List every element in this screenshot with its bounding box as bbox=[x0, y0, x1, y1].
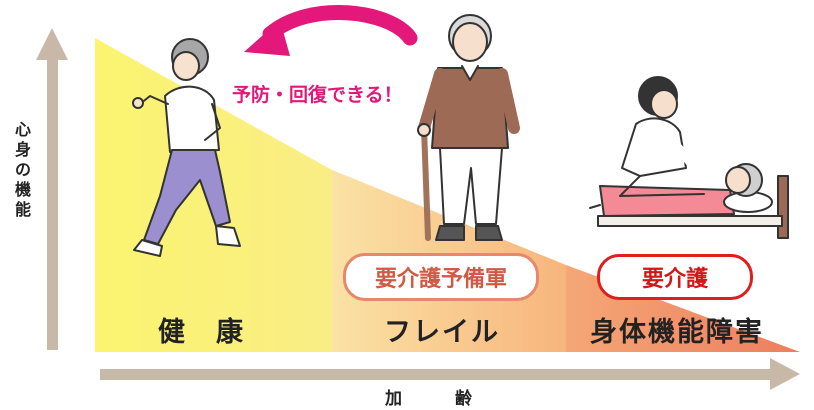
caregiver-patient-icon bbox=[589, 76, 789, 239]
care-needed-badge: 要介護 bbox=[597, 254, 753, 300]
stage-label-healthy: 健 康 bbox=[158, 317, 245, 348]
elderly-man-cane-icon bbox=[417, 14, 520, 241]
x-axis-label: 加 齢 bbox=[385, 389, 490, 409]
stage-label-frailty: フレイル bbox=[384, 317, 500, 348]
prevention-text: 予防・回復できる！ bbox=[232, 84, 403, 106]
walking-person-icon bbox=[132, 38, 241, 257]
x-axis bbox=[100, 358, 800, 390]
y-axis bbox=[36, 28, 68, 350]
prefrail-badge: 要介護予備軍 bbox=[343, 253, 539, 301]
prevention-arrow-icon bbox=[244, 4, 418, 56]
stage-label-disability: 身体機能障害 bbox=[590, 317, 764, 348]
y-axis-label: 心身の機能 bbox=[14, 120, 31, 219]
